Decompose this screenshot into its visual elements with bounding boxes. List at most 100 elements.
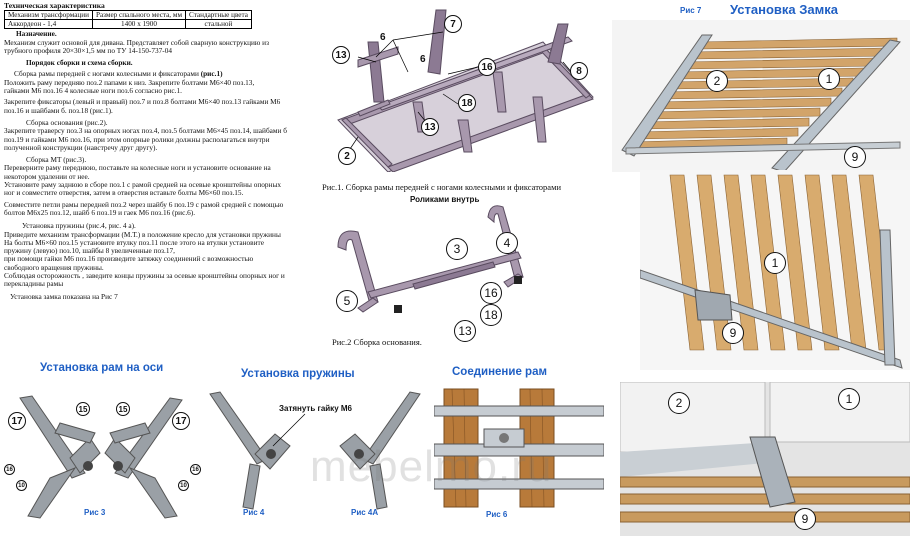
doc-line: болтов М6х25 поз.12, шайб 6 поз.19 и гае… [4, 207, 196, 217]
callout: 10 [178, 480, 189, 491]
spec-table: Механизм трансформации Размер спального … [4, 10, 252, 30]
callout: 16 [480, 282, 502, 304]
lock-note: Установка замка показана на Рис 7 [10, 291, 118, 301]
figure-3: Установка рам на оси 15 15 17 17 16 10 1… [0, 362, 205, 536]
doc-line: Приведите механизм трансформации (М.Т.) … [4, 229, 281, 239]
callout: 16 [190, 464, 201, 475]
doc-line: трубного профиля 20×30×1,5 мм по ТУ 14-1… [4, 45, 173, 55]
callout: 6 [380, 32, 386, 43]
figure-2: Роликами внутрь 4 3 5 16 18 13 Рис.2 Сбо… [318, 192, 608, 352]
fig4-note: Затянуть гайку М6 [279, 404, 352, 413]
callout: 2 [706, 70, 728, 92]
fig6-caption: Рис 6 [486, 510, 508, 519]
slat [804, 174, 840, 351]
callout: 1 [838, 388, 860, 410]
callout: 9 [722, 322, 744, 344]
fig3-drawing [19, 395, 183, 519]
fig6-drawing [434, 384, 604, 508]
callout: 13 [421, 118, 439, 136]
doc-line: поз.19 и гайками М6 поз.16, при этом опо… [4, 134, 270, 144]
fig7-title: Установка Замка [730, 2, 838, 17]
callout: 18 [458, 94, 476, 112]
figure-7: Рис 7 Установка Замка 2 1 9 1 9 2 1 9 [612, 0, 910, 536]
fig3-title: Установка рам на оси [40, 362, 164, 374]
callout: 15 [116, 402, 130, 416]
fig6-title: Соединение рам [452, 366, 547, 378]
doc-line: Установите раму заднюю в сборе поз.1 с р… [4, 180, 282, 190]
callout: 8 [570, 62, 588, 80]
callout: 15 [76, 402, 90, 416]
figure-4: Установка пружины Затянуть гайку М6 Рис … [205, 362, 425, 536]
spec-cell: Аккордеон - 1,4 [4, 19, 93, 30]
spec-cell: 1400 х 1900 [91, 19, 187, 30]
doc-line: Переверните раму переднюю, поставьте на … [4, 163, 271, 173]
spec-cell: стальной [185, 19, 252, 30]
doc-block: Техническая характеристика Механизм тран… [4, 1, 314, 301]
doc-line: некотором удалении от нее. [4, 171, 90, 181]
section-ref: (рис.1) [200, 69, 223, 79]
figure-2-drawing [337, 205, 524, 313]
callout: 7 [444, 15, 462, 33]
callout: 9 [844, 146, 866, 168]
callout: 17 [172, 412, 190, 430]
callout: 18 [480, 304, 502, 326]
fig3-caption: Рис 3 [84, 508, 106, 517]
doc-line: Закрепите траверсу поз.3 на опорных нога… [4, 126, 287, 136]
figure-1: 7 6 13 16 8 18 2 13 6 Рис.1. Сборка рамы… [318, 2, 608, 192]
fig4-drawing [209, 391, 421, 510]
callout: 10 [16, 480, 27, 491]
slat [723, 174, 759, 351]
order-title: Порядок сборки и схема сборки. [26, 58, 133, 68]
fig7-label: Рис 7 [680, 6, 702, 15]
callout: 2 [668, 392, 690, 414]
doc-line: На болты М6×60 поз.15 установите втулку … [4, 237, 264, 247]
section-title: Сборка МТ (рис.3). [26, 155, 87, 165]
fig7-photo-mid [640, 170, 910, 370]
spec-header: Механизм трансформации [4, 10, 93, 21]
callout: 17 [8, 412, 26, 430]
fig7-photo-top [612, 20, 910, 172]
fig2-note: Роликами внутрь [410, 195, 480, 204]
doc-line: свободного вращения пружины. [4, 262, 104, 272]
doc-line: Механизм служит основой для дивана. Пред… [4, 37, 269, 47]
callout: 1 [818, 68, 840, 90]
callout: 16 [4, 464, 15, 475]
doc-line: Закрепите фиксаторы (левый и правый) поз… [4, 97, 281, 107]
callout: 1 [764, 252, 786, 274]
figure-1-drawing [337, 9, 594, 173]
callout: 16 [478, 58, 496, 76]
spec-header: Стандартные цвета [185, 10, 252, 21]
doc-title: Техническая характеристика [4, 1, 105, 10]
section-title: Сборка рамы передней с ногами колесными … [4, 70, 314, 78]
callout: 6 [420, 54, 426, 65]
fig4a-caption: Рис 4А [351, 508, 379, 517]
doc-line: Положить раму передняю поз.2 папами к ни… [4, 77, 255, 87]
callout: 13 [332, 46, 350, 64]
callout: 9 [794, 508, 816, 530]
purpose-title: Назначение. [16, 29, 57, 39]
doc-line: ног и совместите отверстия, затем в отве… [4, 188, 244, 198]
figure-6: Соединение рам Рис 6 [430, 362, 606, 536]
doc-line: Соблюдая осторожность , заведите концы п… [4, 271, 285, 281]
doc-line: при помощи гайки М6 поз.16 произведите з… [4, 254, 254, 264]
callout: 13 [454, 320, 476, 342]
watermark: mebelmo.ru [310, 442, 553, 491]
fig4-title: Установка пружины [241, 368, 355, 380]
doc-line: гайками М6 поз.16 4 колесные ноги поз.6 … [4, 86, 182, 96]
callout: 2 [338, 147, 356, 165]
callout: 5 [336, 290, 358, 312]
callout: 4 [496, 232, 518, 254]
spec-header: Размер спального места, мм [91, 10, 187, 21]
section-title: Установка пружины (рис.4, рис. 4 а). [22, 221, 136, 231]
slat [777, 174, 813, 351]
doc-line: полученной конструкции (навстречу друг д… [4, 142, 158, 152]
doc-line: поз.16 и шайбами б. поз.18 (рис.1). [4, 105, 113, 115]
section-title: Сборка основания (рис.2). [26, 117, 108, 127]
doc-line: пружину (левую) поз.10, шайбы 8 увеличен… [4, 246, 175, 256]
fig7-photo-bot [620, 382, 910, 536]
figure-2-caption: Рис.2 Сборка основания. [332, 337, 422, 347]
doc-line: Совместите петли рамы передней поз.2 чер… [4, 199, 284, 209]
figure-1-caption: Рис.1. Сборка рамы передней с ногами кол… [322, 182, 561, 192]
doc-line: перекладины рамы [4, 279, 64, 289]
fig4-caption: Рис 4 [243, 508, 265, 517]
